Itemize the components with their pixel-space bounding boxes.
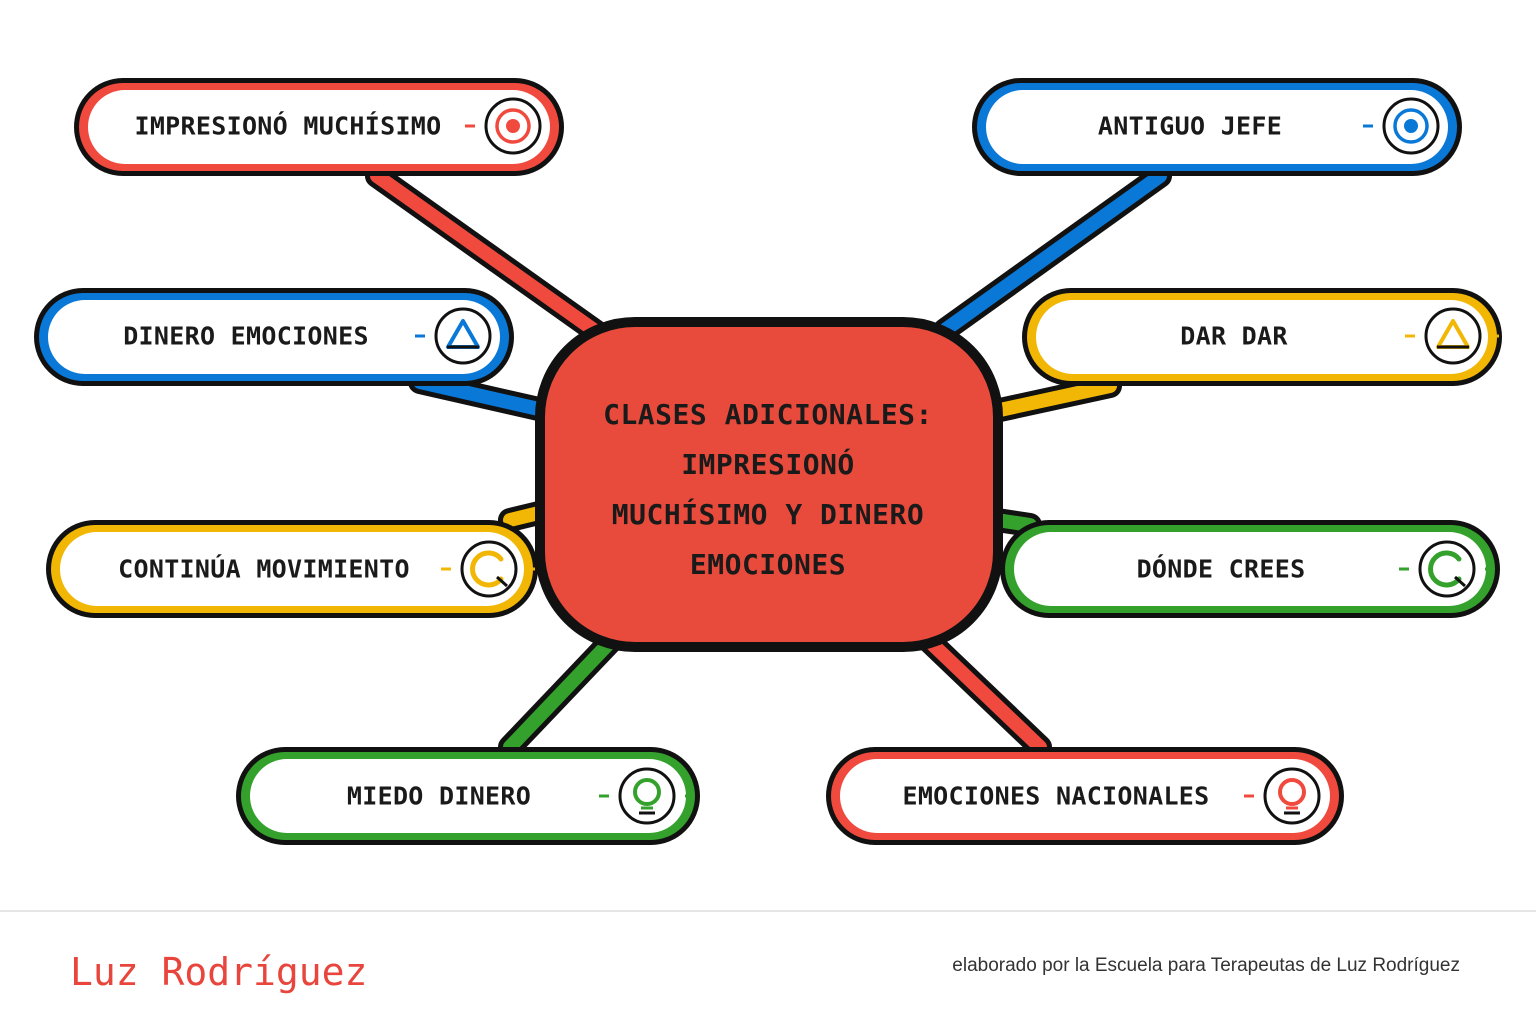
node-fill bbox=[840, 759, 1330, 833]
node-fill bbox=[48, 300, 500, 374]
node-donde-crees[interactable] bbox=[1000, 520, 1500, 618]
footer-credit: elaborado por la Escuela para Terapeutas… bbox=[952, 955, 1460, 976]
bulb-icon bbox=[618, 767, 676, 825]
node-impresiono-muchisimo[interactable] bbox=[74, 78, 564, 176]
c-ring-icon bbox=[460, 540, 518, 598]
node-label-continua-movimiento[interactable]: CONTINÚA MOVIMIENTO bbox=[118, 554, 410, 584]
connector-impresiono-muchisimo bbox=[370, 169, 605, 340]
node-label-miedo-dinero[interactable]: MIEDO DINERO bbox=[346, 781, 532, 811]
central-topic-box bbox=[535, 317, 1003, 652]
central-topic-line: EMOCIONES bbox=[689, 548, 847, 581]
node-fill bbox=[250, 759, 686, 833]
connector-dar-dar bbox=[993, 379, 1117, 417]
node-label-dinero-emociones[interactable]: DINERO EMOCIONES bbox=[123, 321, 369, 351]
c-ring-icon bbox=[1418, 540, 1476, 598]
connector-emociones-nacionales bbox=[921, 633, 1047, 754]
mind-map bbox=[34, 78, 1502, 845]
node-dar-dar[interactable] bbox=[1022, 288, 1502, 386]
central-topic-line: CLASES ADICIONALES: bbox=[603, 398, 933, 431]
node-label-dar-dar[interactable]: DAR DAR bbox=[1180, 321, 1288, 351]
node-fill bbox=[60, 532, 524, 606]
node-emociones-nacionales[interactable] bbox=[826, 747, 1344, 845]
target-icon bbox=[1382, 97, 1440, 155]
node-continua-movimiento[interactable] bbox=[46, 520, 538, 618]
node-dinero-emociones[interactable] bbox=[34, 288, 514, 386]
node-antiguo-jefe[interactable] bbox=[972, 78, 1462, 176]
node-fill bbox=[88, 90, 550, 164]
node-fill bbox=[1036, 300, 1488, 374]
target-icon bbox=[484, 97, 542, 155]
node-fill bbox=[1014, 532, 1486, 606]
central-topic-line: IMPRESIONÓ bbox=[681, 448, 855, 481]
connector-dinero-emociones bbox=[413, 375, 550, 417]
node-miedo-dinero[interactable] bbox=[236, 747, 700, 845]
node-label-donde-crees[interactable]: DÓNDE CREES bbox=[1136, 554, 1306, 584]
footer-author: Luz Rodríguez bbox=[70, 950, 368, 994]
node-label-antiguo-jefe[interactable]: ANTIGUO JEFE bbox=[1097, 111, 1283, 141]
footer-divider bbox=[0, 910, 1536, 912]
triangle-icon bbox=[434, 307, 492, 365]
triangle-icon bbox=[1424, 307, 1482, 365]
central-topic-title: CLASES ADICIONALES: IMPRESIONÓ MUCHÍSIMO… bbox=[558, 380, 978, 600]
node-fill bbox=[986, 90, 1448, 164]
central-topic-line: MUCHÍSIMO Y DINERO bbox=[611, 498, 925, 531]
connector-antiguo-jefe bbox=[938, 169, 1167, 337]
node-label-emociones-nacionales[interactable]: EMOCIONES NACIONALES bbox=[902, 781, 1210, 811]
connector-miedo-dinero bbox=[503, 633, 619, 754]
bulb-icon bbox=[1263, 767, 1321, 825]
node-label-impresiono-muchisimo[interactable]: IMPRESIONÓ MUCHÍSIMO bbox=[134, 111, 442, 141]
